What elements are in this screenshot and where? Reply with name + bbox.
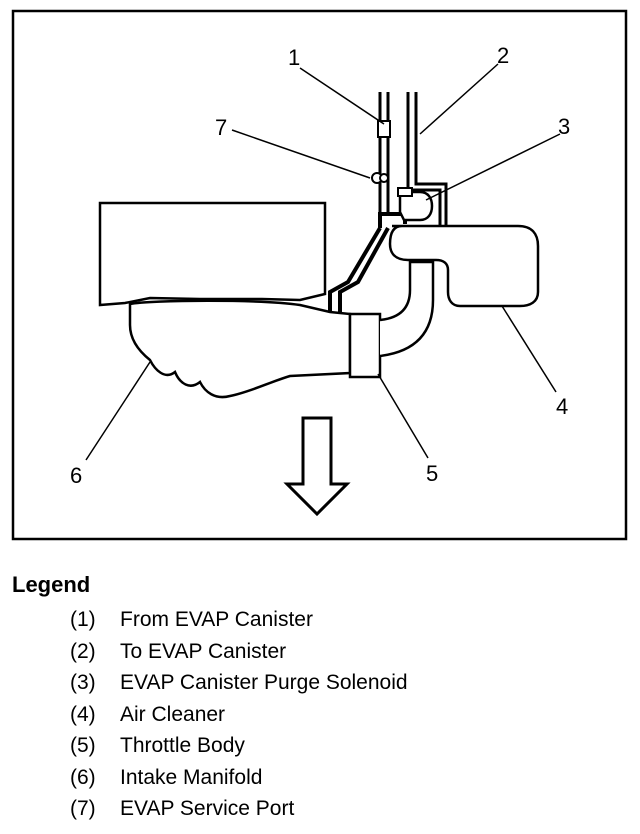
callout-1: 1 xyxy=(288,45,300,70)
legend-item-number: (4) xyxy=(70,702,96,726)
legend-item-label: Throttle Body xyxy=(120,734,245,757)
figure-frame xyxy=(11,9,628,541)
legend-item-label: To EVAP Canister xyxy=(120,639,287,663)
line-to-canister xyxy=(406,92,448,226)
callout-4: 4 xyxy=(556,394,568,419)
leader-line-7 xyxy=(231,129,371,179)
callout-7: 7 xyxy=(215,115,227,140)
legend-item-number: (5) xyxy=(70,734,96,757)
service-port-cap xyxy=(379,173,389,183)
legend-item: (7) EVAP Service Port xyxy=(70,793,408,825)
purge-solenoid xyxy=(398,190,434,222)
callout-3: 3 xyxy=(558,114,570,139)
callout-2: 2 xyxy=(497,43,509,68)
legend-item: (6) Intake Manifold xyxy=(70,762,408,794)
evap-system-diagram: 1 2 3 4 5 6 7 xyxy=(11,9,628,541)
callout-5: 5 xyxy=(426,461,438,486)
leader-line-4 xyxy=(501,305,557,393)
leader-line-5 xyxy=(377,373,429,459)
leader-line-1 xyxy=(299,67,385,125)
solenoid-connector xyxy=(397,187,413,197)
legend-item-number: (1) xyxy=(70,608,96,631)
air-duct xyxy=(379,260,435,358)
legend-item-number: (7) xyxy=(70,797,96,820)
legend-item: (2) To EVAP Canister xyxy=(70,636,408,668)
callout-6: 6 xyxy=(70,463,82,488)
legend-list: (1) From EVAP Canister (2) To EVAP Caniste… xyxy=(12,604,408,825)
legend-item: (3) EVAP Canister Purge Solenoid xyxy=(70,667,408,699)
engine-block xyxy=(98,201,327,307)
leader-line-3 xyxy=(425,133,561,201)
legend-item: (1) From EVAP Canister xyxy=(70,604,408,636)
legend-item-number: (3) xyxy=(70,671,96,694)
legend-item-label: From EVAP Canister xyxy=(120,608,313,631)
throttle-body xyxy=(348,312,382,379)
legend-item: (4) Air Cleaner xyxy=(70,699,408,731)
diagram-svg: 1 2 3 4 5 6 7 xyxy=(11,9,628,541)
leader-line-6 xyxy=(85,361,151,461)
intake-manifold xyxy=(128,299,352,399)
legend-item-label: Intake Manifold xyxy=(120,765,263,789)
legend-item: (5) Throttle Body xyxy=(70,730,408,762)
legend-item-number: (2) xyxy=(70,639,96,663)
legend: Legend (1) From EVAP Canister (2) To EVAP … xyxy=(12,572,408,825)
legend-item-number: (6) xyxy=(70,765,96,789)
leader-line-2 xyxy=(419,63,499,135)
legend-item-label: Air Cleaner xyxy=(120,702,226,726)
legend-title: Legend xyxy=(12,572,91,597)
legend-item-label: EVAP Canister Purge Solenoid xyxy=(120,671,408,694)
air-cleaner xyxy=(388,224,540,308)
legend-item-label: EVAP Service Port xyxy=(120,797,295,820)
line-connector xyxy=(377,120,391,138)
airflow-arrow xyxy=(283,416,351,517)
line-from-canister xyxy=(378,92,390,214)
